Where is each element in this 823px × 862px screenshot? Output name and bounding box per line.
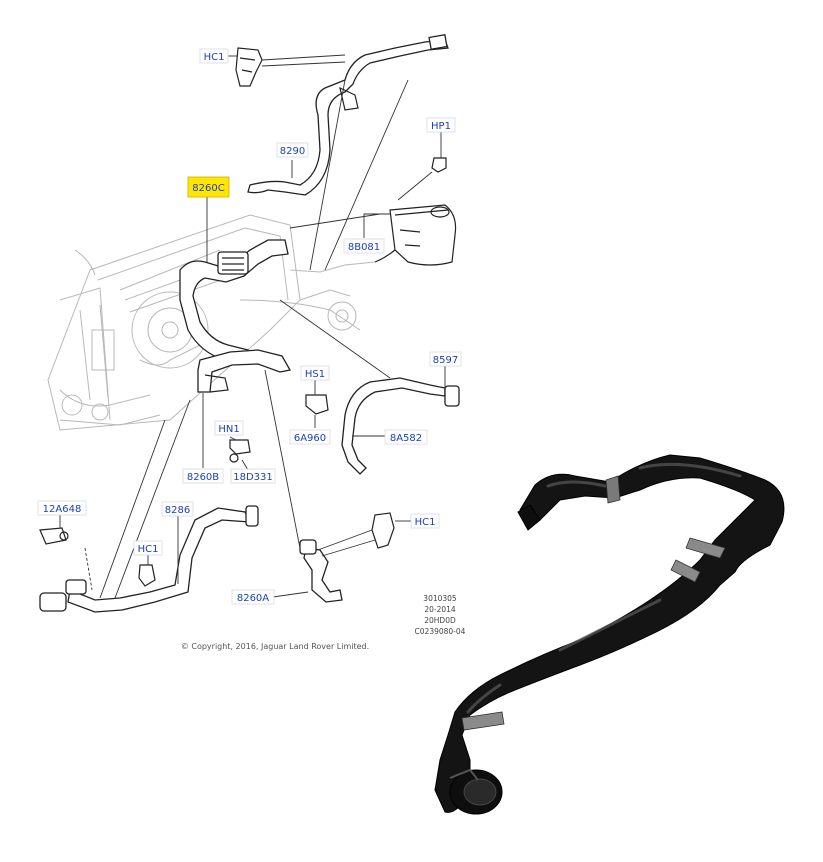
svg-text:3010305: 3010305 xyxy=(423,594,457,603)
svg-text:HS1: HS1 xyxy=(305,369,325,380)
svg-text:HC1: HC1 xyxy=(415,517,436,528)
svg-text:18D331: 18D331 xyxy=(233,472,273,483)
svg-text:8260A: 8260A xyxy=(237,593,269,604)
label-hc1-top: HC1 xyxy=(199,48,229,64)
svg-text:HN1: HN1 xyxy=(218,424,239,435)
reference-block: 3010305 20-2014 20HD0D C0239080-04 xyxy=(415,594,466,636)
label-8b081: 8B081 xyxy=(343,238,385,254)
svg-text:8286: 8286 xyxy=(165,505,190,516)
copyright-text: © Copyright, 2016, Jaguar Land Rover Lim… xyxy=(181,642,369,651)
engine-illustration xyxy=(47,214,376,431)
label-hn1: HN1 xyxy=(214,420,244,436)
bracket-hs1 xyxy=(305,394,329,415)
label-8597: 8597 xyxy=(429,351,462,367)
label-hc1-left: HC1 xyxy=(133,540,163,556)
label-8260c: 8260C xyxy=(187,176,230,198)
svg-text:6A960: 6A960 xyxy=(294,433,326,444)
label-18d331: 18D331 xyxy=(230,468,276,484)
svg-text:HC1: HC1 xyxy=(204,52,225,63)
expansion-tank xyxy=(374,204,457,266)
hose-8260a xyxy=(299,539,343,603)
hose-photo xyxy=(434,454,785,815)
svg-text:8597: 8597 xyxy=(433,355,458,366)
clip-hc1-left xyxy=(138,564,156,587)
hose-8290 xyxy=(247,33,449,196)
label-hp1: HP1 xyxy=(426,117,456,133)
hose-photo-body xyxy=(434,454,785,813)
hose-8260b xyxy=(197,349,292,393)
label-8290: 8290 xyxy=(276,142,309,158)
label-8a582: 8A582 xyxy=(384,429,428,445)
clip-hc1-right xyxy=(371,512,395,549)
label-hs1: HS1 xyxy=(300,365,330,381)
clip-hc1-top xyxy=(235,47,263,87)
leader-lines xyxy=(59,54,446,599)
hose-8a582 xyxy=(341,377,460,475)
svg-text:20-2014: 20-2014 xyxy=(424,605,456,614)
hose-photo-clamp xyxy=(670,559,701,583)
svg-text:HC1: HC1 xyxy=(138,544,159,555)
svg-text:C0239080-04: C0239080-04 xyxy=(415,627,466,636)
hose-photo-clamp xyxy=(461,711,505,731)
hose-8260c xyxy=(179,239,289,365)
hose-8286 xyxy=(39,505,259,613)
label-8260a: 8260A xyxy=(231,589,275,605)
svg-text:12A648: 12A648 xyxy=(43,504,82,515)
label-8260b: 8260B xyxy=(182,468,224,484)
hose-photo-clamp xyxy=(605,475,621,504)
svg-text:8A582: 8A582 xyxy=(390,433,422,444)
svg-text:HP1: HP1 xyxy=(431,121,451,132)
svg-text:8260B: 8260B xyxy=(187,472,219,483)
label-6a960: 6A960 xyxy=(289,429,331,445)
svg-text:8B081: 8B081 xyxy=(348,242,380,253)
sensor-12a648 xyxy=(39,527,69,545)
label-8286: 8286 xyxy=(161,501,194,517)
svg-text:8260C: 8260C xyxy=(192,183,224,194)
sensor-hp1 xyxy=(431,157,447,173)
svg-text:20HD0D: 20HD0D xyxy=(424,616,456,625)
sensor-hn1 xyxy=(229,439,251,463)
label-12a648: 12A648 xyxy=(37,500,87,516)
svg-text:8290: 8290 xyxy=(280,146,305,157)
hose-photo-clamp xyxy=(685,537,726,559)
label-hc1-right: HC1 xyxy=(410,513,440,529)
